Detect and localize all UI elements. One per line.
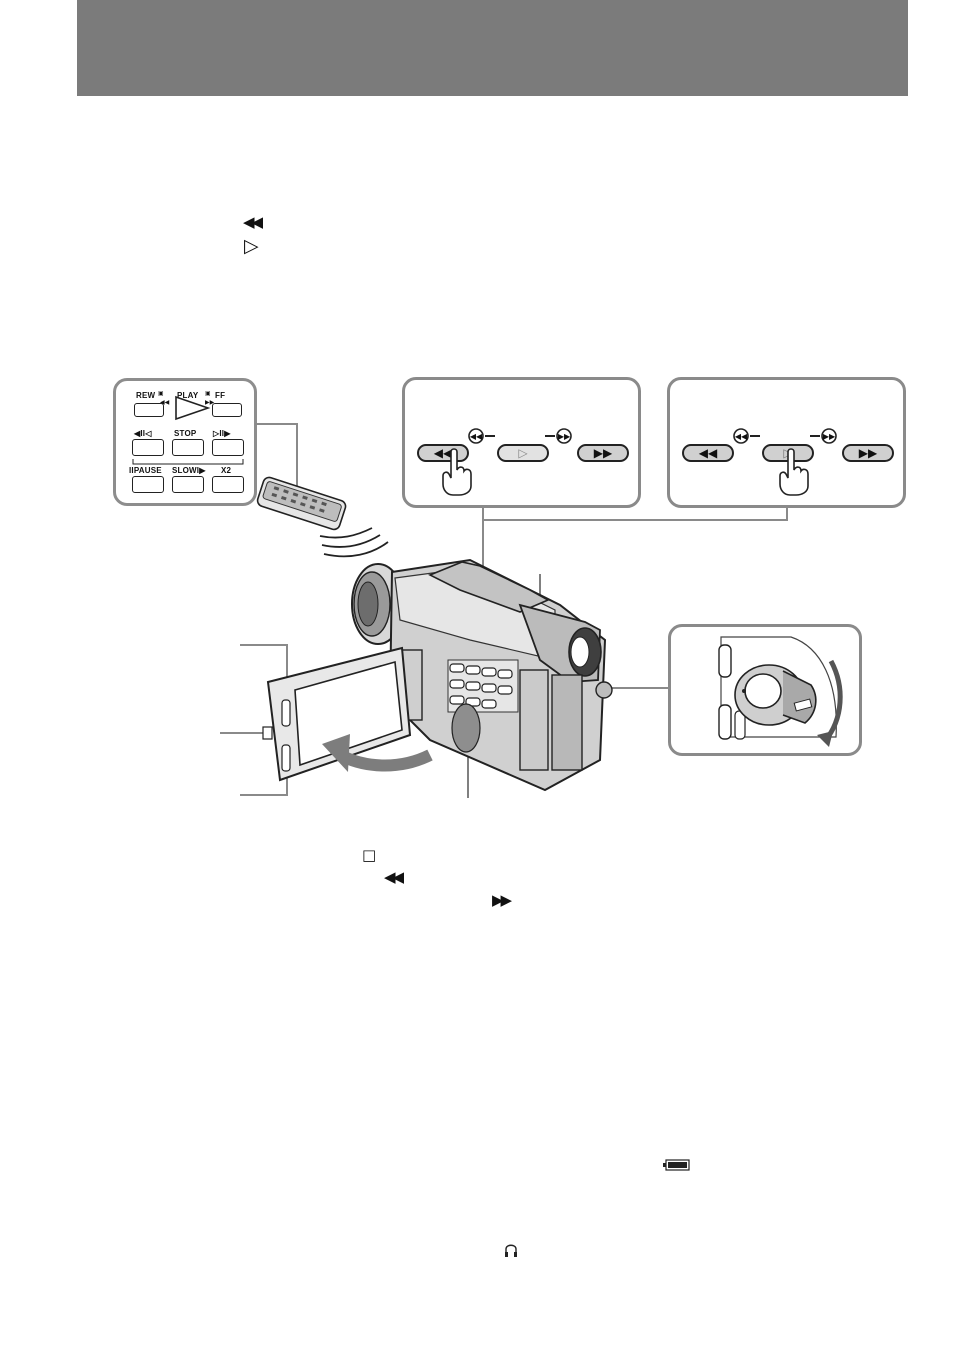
stop-button[interactable]	[172, 439, 204, 456]
svg-text:◀◀: ◀◀	[735, 432, 748, 441]
play-label: PLAY	[177, 391, 199, 400]
ff-button[interactable]: ▶▶	[577, 444, 629, 462]
rew-button[interactable]: ◀◀	[682, 444, 734, 462]
play-small-icon: ▣	[205, 390, 211, 397]
power-switch-panel	[668, 624, 862, 756]
rew-label: REW	[136, 391, 156, 400]
headphones-icon	[505, 1244, 517, 1257]
slow-button[interactable]	[172, 476, 204, 493]
svg-text:▶▶: ▶▶	[823, 432, 836, 441]
svg-text:◀◀: ◀◀	[470, 432, 483, 441]
ff-label: FF	[215, 391, 226, 400]
search-indicator: ◀◀ ▶▶	[468, 428, 572, 444]
pause-button[interactable]	[132, 476, 164, 493]
search-indicator: ◀◀ ▶▶	[733, 428, 837, 444]
play-panel: ◀◀ ▶▶ ◀◀ ▷ ▶▶	[667, 377, 906, 508]
frame-back-label: ◀II◁	[134, 429, 152, 438]
bracket-line	[132, 459, 244, 465]
svg-text:▶▶: ▶▶	[558, 432, 571, 441]
battery-icon	[663, 1159, 690, 1171]
stop-icon: □	[362, 846, 377, 864]
power-switch-dial	[718, 636, 843, 747]
fast-forward-icon: ▶▶	[492, 891, 512, 909]
ff-button[interactable]: ▶▶	[842, 444, 894, 462]
pressing-finger-icon	[779, 448, 809, 496]
stop-label: STOP	[174, 429, 197, 438]
x2-label: X2	[221, 466, 232, 475]
rew-arrow-icon: ◀◀	[160, 399, 170, 406]
rew-small-icon: ▣	[158, 390, 164, 397]
remote-play-button[interactable]	[174, 395, 211, 421]
pause-label: IIPAUSE	[129, 466, 162, 475]
remote-control-panel: REW ▣ ◀◀ PLAY ▣ FF ▶▶ ◀II◁ STOP ▷II▶ IIP…	[113, 378, 257, 506]
rewind-icon: ◀◀	[384, 868, 404, 886]
rew-button[interactable]	[134, 403, 164, 417]
rewind-icon: ◀◀	[243, 213, 263, 231]
slow-label: SLOWI▶	[172, 466, 206, 475]
play-button[interactable]: ▷	[497, 444, 549, 462]
frame-fwd-button[interactable]	[212, 439, 244, 456]
remote-device	[256, 476, 347, 531]
play-icon: ▷	[244, 235, 259, 257]
rewind-panel: ◀◀ ▶▶ ◀◀ ▷ ▶▶	[402, 377, 641, 508]
pressing-finger-icon	[442, 448, 472, 496]
x2-button[interactable]	[212, 476, 244, 493]
ff-button[interactable]	[212, 403, 242, 417]
frame-back-button[interactable]	[132, 439, 164, 456]
frame-fwd-label: ▷II▶	[213, 429, 231, 438]
header-bar	[77, 0, 908, 96]
ff-arrow-icon: ▶▶	[205, 399, 215, 406]
